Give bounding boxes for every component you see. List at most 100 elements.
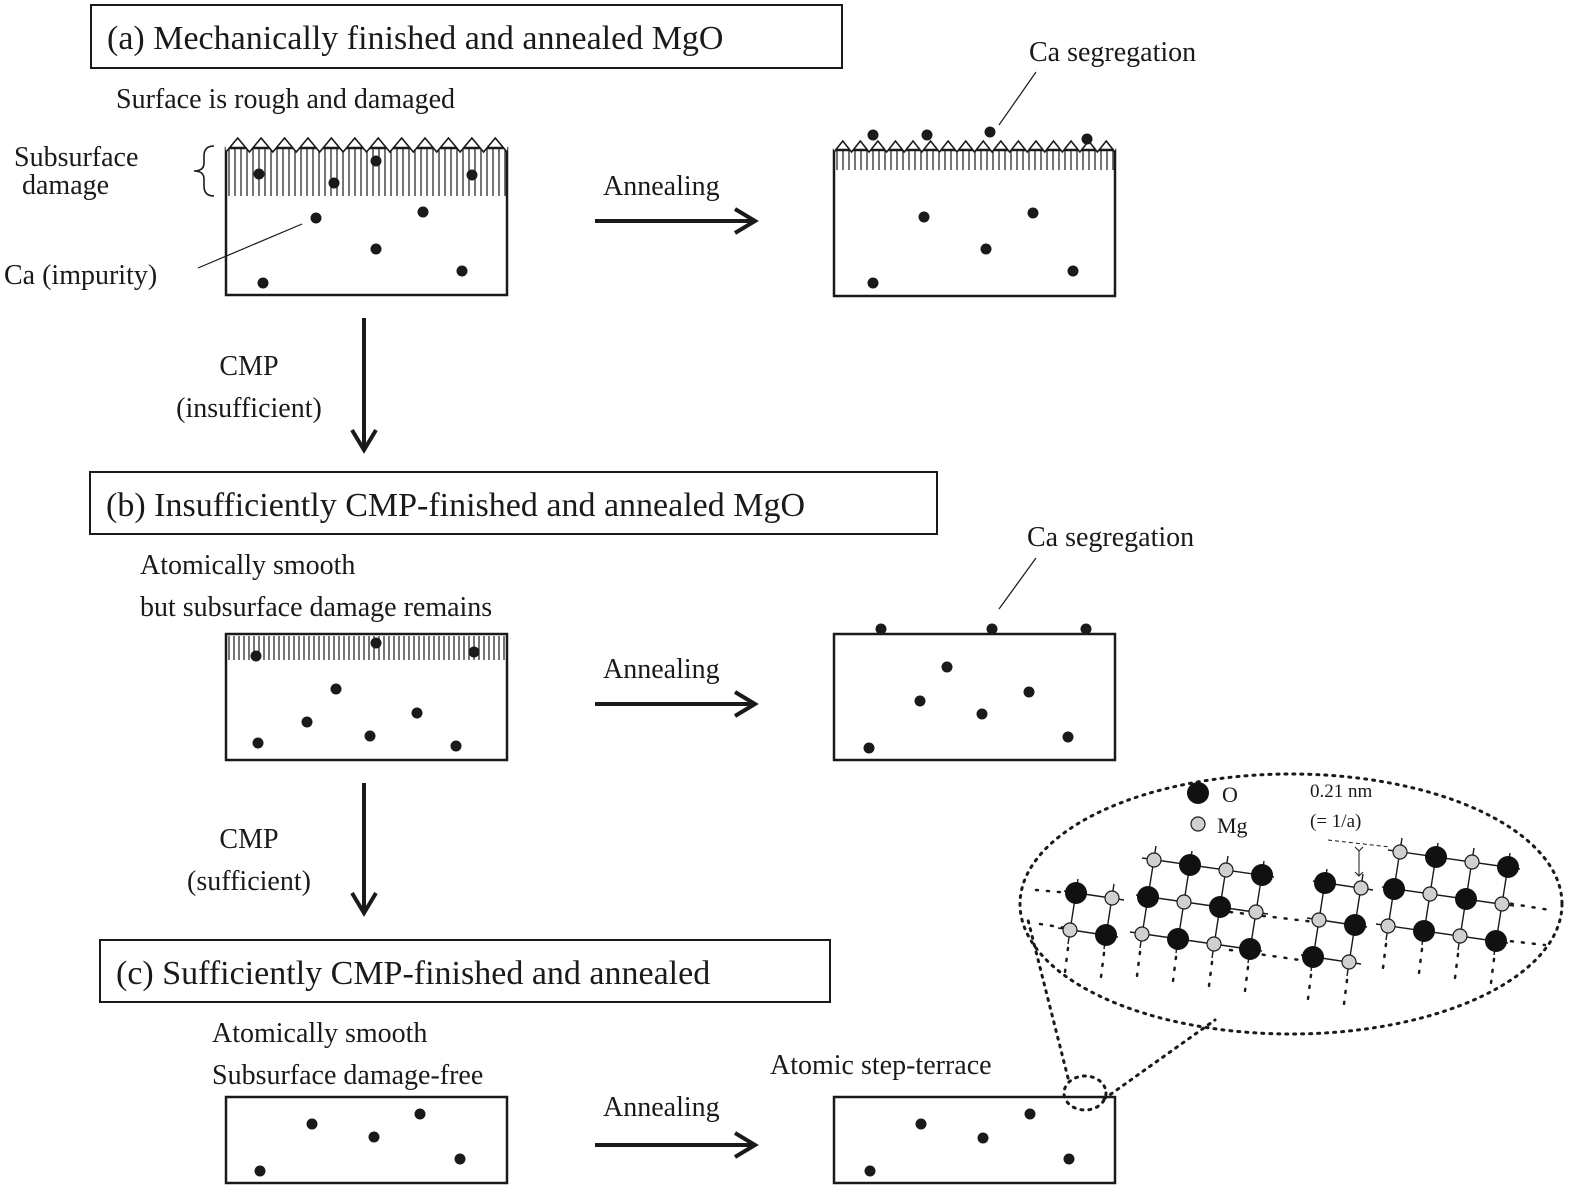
cmp-2-qualifier: (sufficient) xyxy=(187,866,311,897)
panel-c-title-frame xyxy=(99,939,831,1003)
panel-b-title: (b) Insufficiently CMP-finished and anne… xyxy=(106,487,805,524)
oxygen-atom xyxy=(1455,888,1477,910)
zoom-connector-right xyxy=(1102,1018,1217,1101)
oxygen-atom xyxy=(1065,882,1087,904)
specimen-b-annealed xyxy=(832,623,1117,762)
ca-segregated-dots xyxy=(867,126,1093,289)
ca-segregation-label-a: Ca segregation xyxy=(1029,37,1196,68)
magnesium-atom xyxy=(1311,912,1327,928)
oxygen-atom xyxy=(1179,854,1201,876)
panel-b-note-2: but subsurface damage remains xyxy=(140,592,492,623)
magnesium-atom xyxy=(1146,852,1162,868)
lattice-continuation xyxy=(1098,951,1106,987)
annealing-label-b: Annealing xyxy=(603,654,720,685)
rough-surface-profile-annealed xyxy=(833,139,1116,154)
oxygen-atom xyxy=(1209,896,1231,918)
lattice-continuation xyxy=(1228,910,1317,924)
magnesium-atom xyxy=(1206,936,1222,952)
lattice-continuation xyxy=(1452,952,1460,988)
ca-impurity-dots xyxy=(253,155,478,289)
oxygen-atom xyxy=(1497,856,1519,878)
panel-a-title: (a) Mechanically finished and annealed M… xyxy=(107,20,723,57)
lattice-continuation xyxy=(1134,950,1142,986)
cmp-1-label: CMP xyxy=(219,351,278,382)
magnesium-atom xyxy=(1452,928,1468,944)
atomic-step-terrace-label: Atomic step-terrace xyxy=(770,1050,992,1081)
legend-mg-label: Mg xyxy=(1217,813,1248,838)
panel-b-title-frame xyxy=(89,471,938,535)
annealing-label-a: Annealing xyxy=(603,171,720,202)
panel-c-title: (c) Sufficiently CMP-finished and anneal… xyxy=(116,955,710,992)
lattice-continuation xyxy=(1498,938,1547,947)
rough-surface-profile xyxy=(225,136,508,154)
specimen-c-smooth xyxy=(224,1095,509,1185)
subsurface-label-1: Subsurface xyxy=(14,142,138,173)
magnesium-atom xyxy=(1218,862,1234,878)
oxygen-atom xyxy=(1095,924,1117,946)
lattice-continuation xyxy=(1206,960,1214,996)
magnesium-atom xyxy=(1104,890,1120,906)
lattice-continuation xyxy=(1488,957,1496,993)
oxygen-atom xyxy=(1485,930,1507,952)
lattice-continuation xyxy=(1380,942,1388,978)
cmp-2-label: CMP xyxy=(219,824,278,855)
subsurface-brace xyxy=(193,145,215,197)
zoom-connector-left xyxy=(1026,918,1070,1080)
lattice-continuation xyxy=(1305,973,1313,1009)
magnesium-atom xyxy=(1341,954,1357,970)
specimen-b-smooth xyxy=(224,632,509,762)
panel-c: (c) Sufficiently CMP-finished and anneal… xyxy=(99,918,1217,1185)
magnesium-atom xyxy=(1176,894,1192,910)
ca-segregation-leader-a xyxy=(998,71,1037,126)
panel-b-note-1: Atomically smooth xyxy=(140,550,355,581)
oxygen-atom xyxy=(1413,920,1435,942)
magnesium-atom xyxy=(1134,926,1150,942)
subsurface-damage-hatch xyxy=(228,148,506,196)
cmp-insufficient-transition: CMP (insufficient) xyxy=(176,318,378,454)
magnesium-atom xyxy=(1422,886,1438,902)
panel-a-title-frame xyxy=(90,4,843,69)
zoom-region-marker xyxy=(1062,1074,1108,1112)
subsurface-label-2: damage xyxy=(22,170,109,201)
lattice-inset: O Mg 0.21 nm (= 1/a) xyxy=(1018,772,1564,1036)
magnesium-atom xyxy=(1248,904,1264,920)
panel-a: (a) Mechanically finished and annealed M… xyxy=(4,4,1196,298)
ca-segregation-leader-b xyxy=(998,557,1037,610)
oxygen-atom xyxy=(1425,846,1447,868)
oxygen-atom xyxy=(1383,878,1405,900)
magnesium-atom xyxy=(1353,880,1369,896)
step-height-guide xyxy=(1327,839,1391,848)
magnesium-atom xyxy=(1062,922,1078,938)
lattice-continuation xyxy=(1038,922,1068,930)
specimen-a-annealed xyxy=(832,126,1117,298)
oxygen-atom xyxy=(1302,946,1324,968)
step-height-value: 0.21 nm xyxy=(1310,781,1373,802)
magnesium-atom xyxy=(1380,918,1396,934)
oxygen-atom xyxy=(1239,938,1261,960)
ca-segregation-label-b: Ca segregation xyxy=(1027,522,1194,553)
inset-ellipse xyxy=(1018,772,1564,1036)
specimen-a-rough xyxy=(224,130,509,297)
ca-impurity-leader xyxy=(197,223,303,269)
legend-o-label: O xyxy=(1222,782,1238,807)
oxygen-atom xyxy=(1137,886,1159,908)
panel-a-surface-note: Surface is rough and damaged xyxy=(116,84,455,115)
cmp-1-qualifier: (insufficient) xyxy=(176,393,322,424)
oxygen-atom xyxy=(1167,928,1189,950)
specimen-c-annealed xyxy=(832,1095,1117,1185)
legend-mg-marker xyxy=(1190,816,1206,832)
step-height-note: (= 1/a) xyxy=(1310,811,1361,832)
legend-o-marker xyxy=(1187,782,1209,804)
lattice-continuation xyxy=(1341,978,1349,1014)
lattice-continuation xyxy=(1416,947,1424,983)
magnesium-atom xyxy=(1494,896,1510,912)
lattice-continuation xyxy=(1242,965,1250,1001)
lattice-atoms xyxy=(1062,844,1519,970)
panel-c-note-2: Subsurface damage-free xyxy=(212,1060,483,1091)
cmp-sufficient-transition: CMP (sufficient) xyxy=(187,783,378,917)
ca-impurity-label: Ca (impurity) xyxy=(4,260,157,291)
oxygen-atom xyxy=(1251,864,1273,886)
magnesium-atom xyxy=(1464,854,1480,870)
oxygen-atom xyxy=(1314,872,1336,894)
